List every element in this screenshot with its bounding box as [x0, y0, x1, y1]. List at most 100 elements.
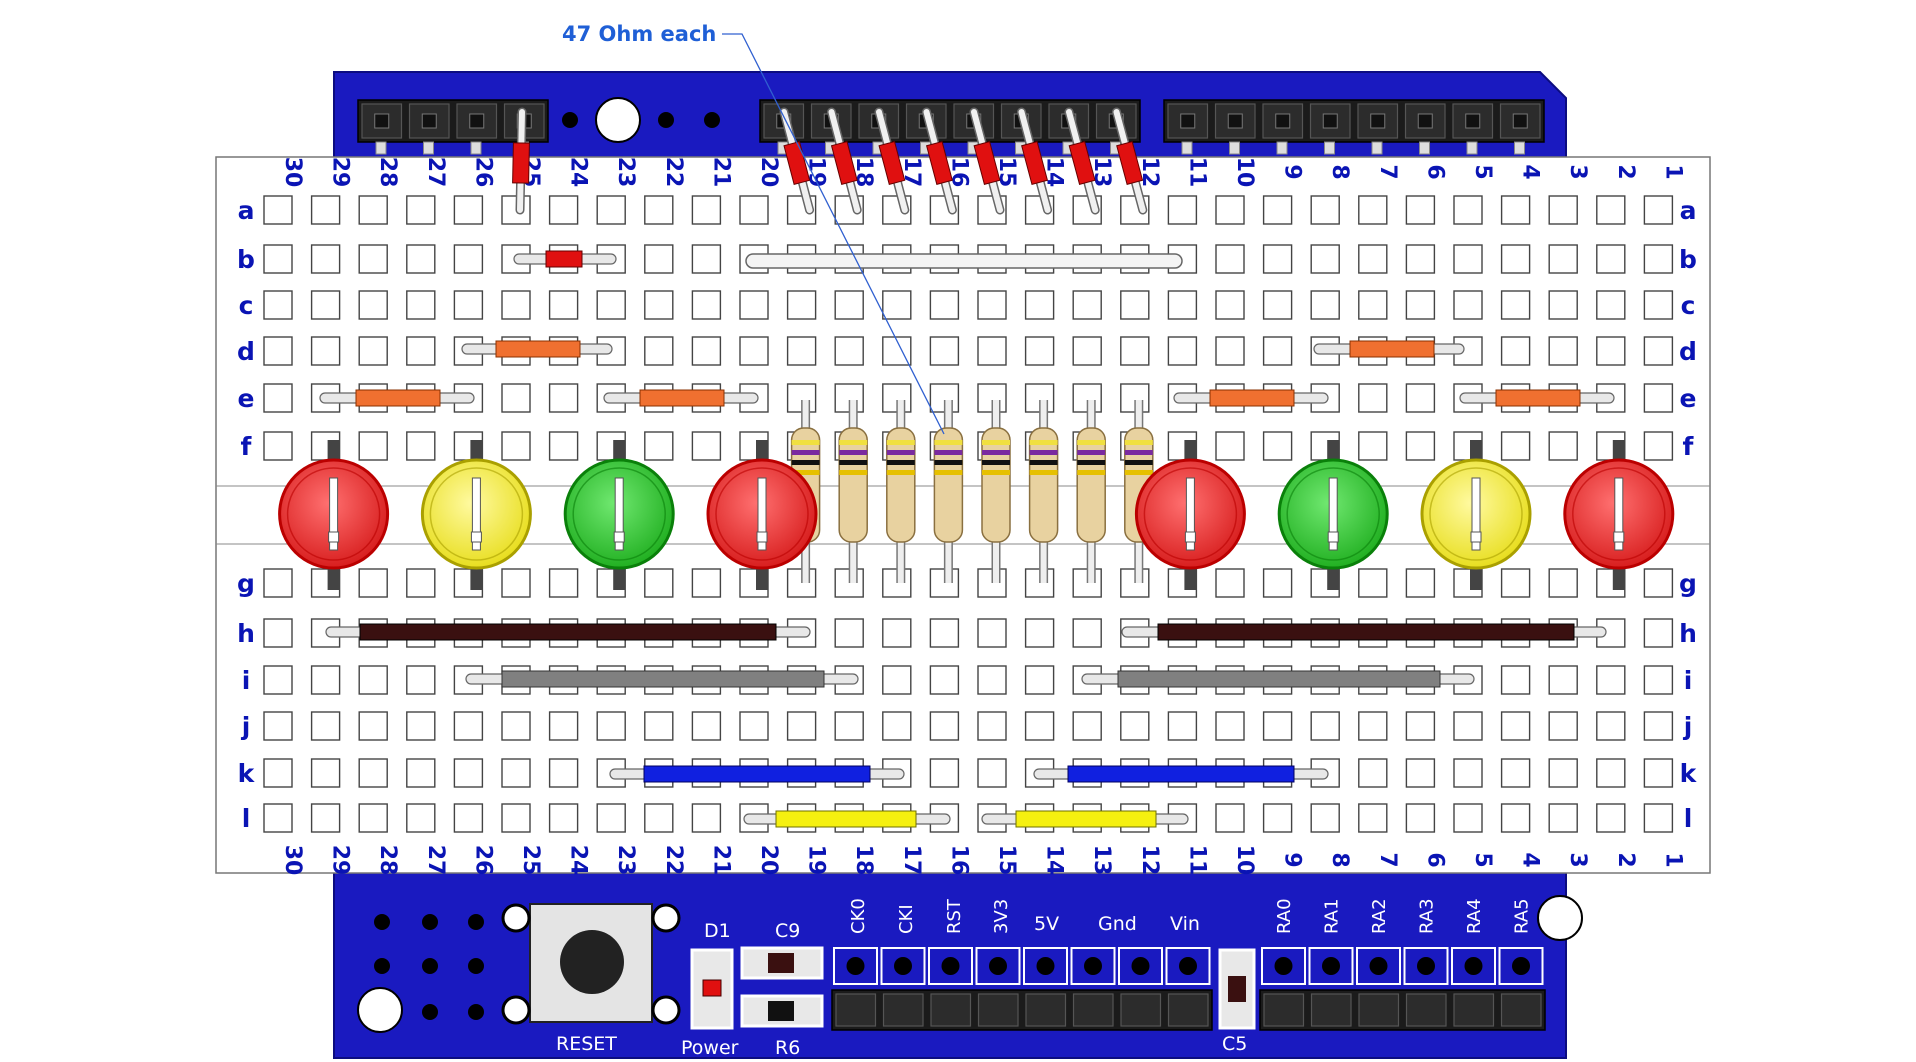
header-pin-leg [1324, 141, 1335, 155]
breadboard-hole [1358, 195, 1388, 225]
breadboard-hole [882, 665, 912, 695]
header-pin [1263, 993, 1305, 1027]
header-pin [1120, 993, 1162, 1027]
breadboard-hole [1500, 336, 1531, 366]
wire-gray-left [501, 670, 825, 688]
breadboard-hole [1215, 290, 1245, 320]
row-label-c-right: c [1681, 291, 1696, 320]
pin-hole [941, 957, 960, 975]
breadboard-hole [1358, 290, 1388, 320]
breadboard-hole [1453, 290, 1483, 320]
led-row [278, 440, 1675, 590]
row-label-h-right: h [1679, 619, 1697, 648]
column-label-top: 21 [708, 157, 733, 188]
breadboard-hole [644, 568, 674, 598]
column-label-bottom: 25 [518, 845, 543, 876]
column-label-top: 8 [1327, 164, 1352, 179]
breadboard-hole [1167, 336, 1198, 366]
row-label-b-right: b [1679, 245, 1697, 274]
breadboard-hole [1500, 244, 1531, 274]
breadboard-hole [1453, 711, 1483, 741]
pin-hole [989, 957, 1007, 975]
breadboard-hole [691, 568, 722, 598]
link-jumper-12-body [1116, 140, 1144, 186]
breadboard-hole [358, 758, 388, 788]
mount-hole-bottom-left [357, 987, 403, 1033]
annotation-label: 47 Ohm each [562, 22, 716, 46]
breadboard-hole [739, 711, 769, 741]
breadboard-hole [1596, 244, 1626, 274]
row-label-l-right: l [1684, 804, 1693, 833]
breadboard-hole [1024, 711, 1055, 741]
column-label-top: 26 [470, 157, 495, 188]
breadboard-hole [1643, 195, 1674, 225]
pin-hole [1464, 957, 1483, 975]
breadboard-hole [358, 665, 388, 695]
column-label-bottom: 3 [1565, 852, 1590, 867]
pin-hole [1417, 957, 1435, 975]
breadboard-hole [1596, 665, 1626, 695]
breadboard-hole [501, 711, 531, 741]
breadboard-hole [1548, 431, 1578, 461]
breadboard-hole [882, 290, 912, 320]
breadboard-hole [1596, 195, 1626, 225]
breadboard-hole [358, 568, 388, 598]
link-jumper-14-body [1021, 141, 1049, 185]
pin-hole [1084, 957, 1102, 975]
breadboard-hole [1548, 336, 1578, 366]
header-pin [1310, 993, 1352, 1027]
header-pin-hole [421, 113, 437, 129]
c9-label: C9 [775, 920, 800, 942]
breadboard-hole [1405, 195, 1436, 225]
pin-pad [1261, 947, 1306, 985]
resistor-5 [981, 427, 1011, 543]
breadboard-hole [834, 711, 864, 741]
header-pin [1500, 993, 1542, 1027]
breadboard-hole [1405, 431, 1436, 461]
resistor-band [791, 440, 820, 445]
breadboard-hole [548, 383, 579, 413]
jumper-orange-e3-body [1209, 389, 1295, 407]
breadboard-hole [1405, 758, 1436, 788]
row-label-c-left: c [239, 291, 254, 320]
row-label-k-right: k [1680, 759, 1698, 788]
breadboard-hole [453, 290, 484, 320]
led-cathode [1613, 531, 1625, 543]
pcb-via [422, 958, 438, 974]
breadboard-hole [1643, 244, 1674, 274]
column-label-top: 12 [1137, 157, 1162, 188]
breadboard-hole [263, 758, 293, 788]
column-label-bottom: 21 [708, 845, 733, 876]
breadboard-hole [1453, 758, 1483, 788]
breadboard-hole [929, 665, 960, 695]
resistor-band [1124, 460, 1153, 465]
led-anode [614, 477, 624, 551]
breadboard-hole [1596, 758, 1626, 788]
header-pin-hole [1180, 113, 1196, 129]
jumper-orange-e2-body [639, 389, 725, 407]
breadboard-hole [548, 711, 579, 741]
column-label-top: 1 [1660, 164, 1685, 179]
header-link-jumpers [512, 107, 1148, 215]
column-label-top: 13 [1089, 157, 1114, 188]
header-pin [1405, 993, 1447, 1027]
breadboard-hole [1120, 711, 1150, 741]
column-label-bottom: 23 [613, 845, 638, 876]
breadboard-hole [644, 290, 674, 320]
header-pin [1453, 993, 1495, 1027]
breadboard-hole [1262, 431, 1293, 461]
wire-blue-right [1067, 765, 1295, 783]
breadboard-hole [263, 618, 293, 648]
breadboard-hole [1643, 618, 1674, 648]
header-pin-leg [1514, 141, 1525, 155]
header-pin-leg [375, 141, 387, 155]
breadboard-hole [1262, 711, 1293, 741]
reset-button[interactable] [501, 903, 681, 1025]
header-pin [1167, 993, 1209, 1027]
led-anode [1328, 477, 1338, 551]
column-label-top: 9 [1280, 164, 1305, 179]
breadboard-hole [691, 290, 722, 320]
breadboard-hole [1643, 665, 1674, 695]
breadboard-hole [453, 758, 484, 788]
